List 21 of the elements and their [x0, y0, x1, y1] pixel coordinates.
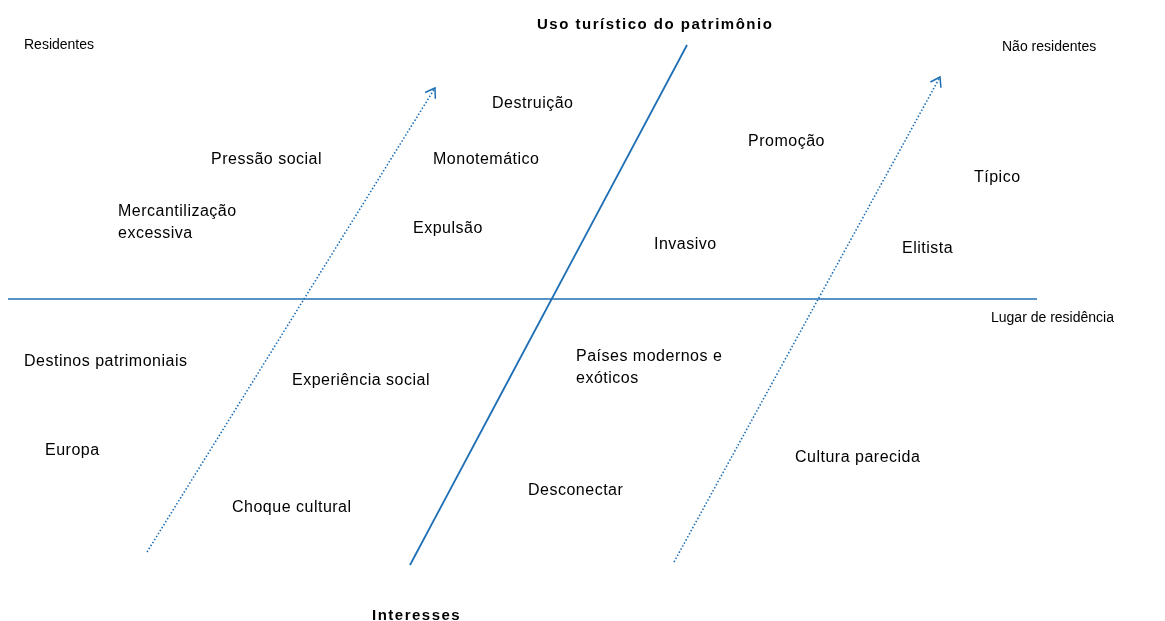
point-label: Destinos patrimoniais [24, 351, 188, 371]
point-label: Destruição [492, 93, 574, 113]
point-label: Experiência social [292, 370, 430, 390]
point-label: Mercantilização excessiva [118, 201, 238, 243]
point-label: Europa [45, 440, 100, 460]
point-label: Típico [974, 167, 1021, 187]
point-label: Elitista [902, 238, 954, 258]
point-label: Desconectar [528, 480, 624, 500]
point-label: Monotemático [433, 149, 540, 169]
axis-title: Interesses [372, 605, 462, 621]
point-label: Cultura parecida [795, 447, 921, 467]
point-label: Promoção [748, 131, 825, 151]
axis-title: Uso turístico do patrimônio [537, 14, 774, 34]
point-label: Países modernos e exóticos [576, 346, 724, 388]
point-label: Invasivo [654, 234, 717, 254]
point-label: Pressão social [211, 149, 323, 169]
axis-label: Não residentes [1002, 37, 1097, 56]
point-label: Expulsão [413, 218, 483, 238]
axis-label: Lugar de residência [991, 308, 1114, 327]
point-label: Choque cultural [232, 497, 352, 517]
axis-label: Residentes [24, 35, 95, 54]
